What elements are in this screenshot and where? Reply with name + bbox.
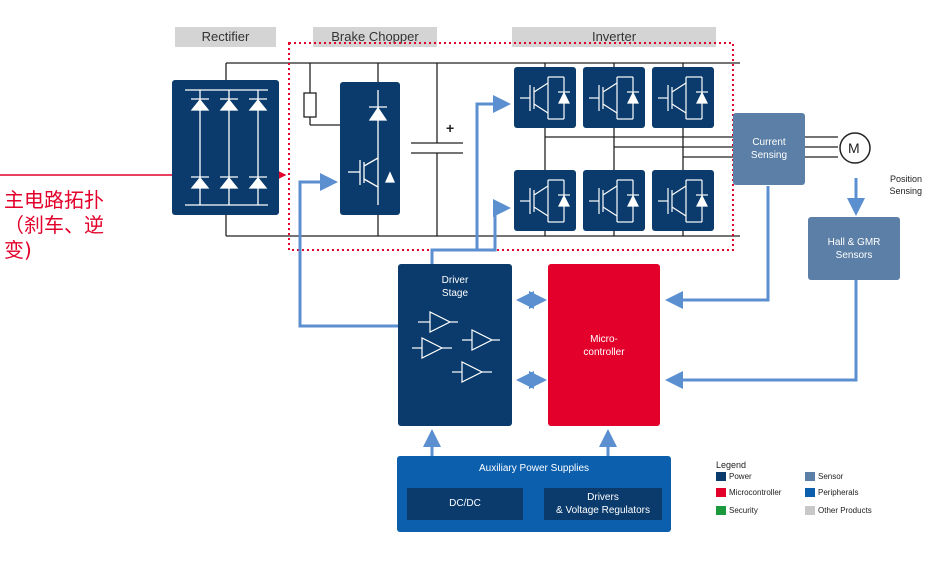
motor-label: M: [848, 140, 860, 156]
legend-item-other-products: Other Products: [805, 506, 872, 515]
hall-gmr-label: Hall & GMR Sensors: [827, 237, 881, 261]
brake-chopper-switch: [348, 90, 396, 205]
rectifier-diodes: [185, 89, 268, 206]
rectifier-block: [172, 80, 279, 215]
legend-swatch: [805, 472, 815, 481]
aux-power-label: Auxiliary Power Supplies: [478, 463, 590, 474]
main-circuit-boundary: [288, 42, 734, 251]
dc-bus-lines: [225, 62, 838, 237]
annotation-line-3: 变): [4, 238, 32, 262]
annotation-line-2: （刹车、逆: [4, 213, 104, 237]
motor-circle: [839, 132, 871, 164]
legend-swatch: [716, 472, 726, 481]
brake-resistor: [303, 92, 317, 118]
inverter-igbt-symbols: [520, 76, 708, 223]
brake-chopper-block: [340, 82, 400, 215]
annotation-line-1: 主电路拓扑: [4, 188, 104, 212]
legend-item-security: Security: [716, 506, 758, 515]
hall-gmr-block: [808, 217, 900, 280]
legend-swatch: [716, 506, 726, 515]
driver-amplifier-symbols: [412, 311, 500, 383]
microcontroller-block: [548, 264, 660, 426]
rectifier-header: Rectifier: [175, 27, 276, 47]
signal-arrows: [298, 95, 865, 456]
legend-item-peripherals: Peripherals: [805, 488, 858, 497]
dcdc-block: DC/DC: [407, 488, 523, 520]
legend-swatch: [716, 488, 726, 497]
inverter-switches: [514, 67, 714, 231]
position-sensing-label: Position Sensing: [889, 174, 922, 196]
driver-stage-label: Driver Stage: [441, 275, 469, 299]
legend-item-microcontroller: Microcontroller: [716, 488, 781, 497]
legend-item-power: Power: [716, 472, 752, 481]
current-sensing-label: Current Sensing: [750, 137, 788, 161]
legend-swatch: [805, 506, 815, 515]
legend-item-sensor: Sensor: [805, 472, 843, 481]
dcdc-label: DC/DC: [449, 498, 481, 509]
legend-title: Legend: [716, 460, 747, 470]
current-sensing-block: [733, 113, 805, 185]
drivers-regulators-block: Drivers & Voltage Regulators: [544, 488, 662, 520]
legend-swatch: [805, 488, 815, 497]
microcontroller-label: Micro- controller: [583, 334, 625, 358]
driver-stage-block: [398, 264, 512, 426]
capacitor-plus: +: [446, 120, 455, 136]
